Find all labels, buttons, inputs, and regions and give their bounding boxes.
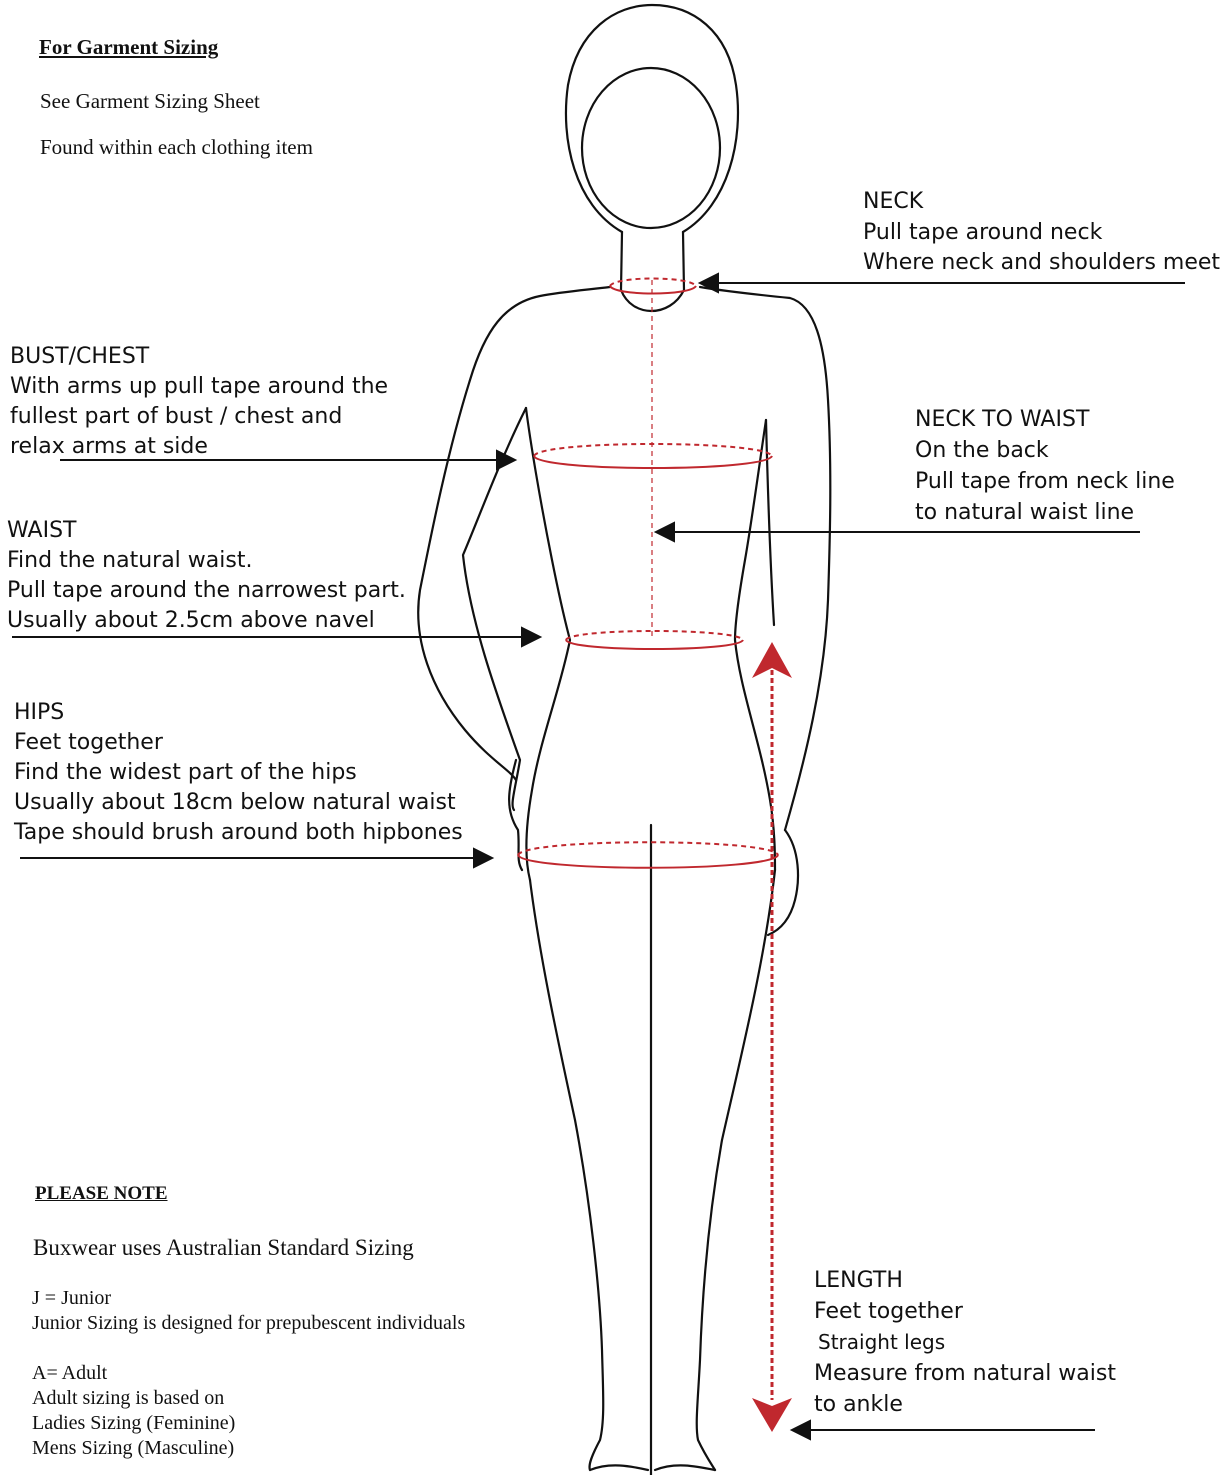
hips-tape-back <box>518 842 778 855</box>
length-line: Measure from natural waist <box>814 1358 1116 1389</box>
length-line: Feet together <box>814 1296 1116 1327</box>
bust-tape-back <box>534 444 772 456</box>
length-line: Straight legs <box>814 1327 1116 1358</box>
adult-line: Mens Sizing (Masculine) <box>32 1436 235 1461</box>
sizing-standard: Buxwear uses Australian Standard Sizing <box>33 1235 414 1261</box>
waist-line: Pull tape around the narrowest part. <box>7 576 406 606</box>
hips-arrow <box>20 849 492 867</box>
left-arm-inner <box>463 408 526 810</box>
right-arm-inner <box>766 420 774 625</box>
adult-line: Adult sizing is based on <box>32 1386 235 1411</box>
bust-label: BUST/CHEST With arms up pull tape around… <box>10 342 388 462</box>
left-leg-outer <box>530 880 603 1470</box>
waist-line: Find the natural waist. <box>7 546 406 576</box>
garment-sizing-title: For Garment Sizing <box>39 35 218 60</box>
body-outline <box>418 5 830 1475</box>
neck-to-waist-heading: NECK TO WAIST <box>915 405 1175 435</box>
waist-tape-back <box>566 631 743 640</box>
junior-code: J = Junior <box>32 1286 465 1311</box>
hips-heading: HIPS <box>14 698 463 728</box>
length-arrow-down-head <box>752 1398 792 1432</box>
length-pointer-arrow <box>792 1421 1095 1439</box>
neck-label: NECK Pull tape around neck Where neck an… <box>863 187 1220 278</box>
garment-sizing-line: See Garment Sizing Sheet <box>40 89 260 114</box>
right-arm-outer <box>700 287 830 830</box>
neck-to-waist-label: NECK TO WAIST On the back Pull tape from… <box>915 405 1175 528</box>
junior-description: Junior Sizing is designed for prepubesce… <box>32 1311 465 1336</box>
head-covering-outline <box>566 5 738 232</box>
adult-code: A= Adult <box>32 1361 235 1386</box>
hips-label: HIPS Feet together Find the widest part … <box>14 698 463 848</box>
hips-tape-front <box>518 855 778 868</box>
bust-heading: BUST/CHEST <box>10 342 388 372</box>
face-outline <box>582 68 720 228</box>
neck-to-waist-line: to natural waist line <box>915 498 1175 528</box>
hips-line: Feet together <box>14 728 463 758</box>
neck-line: Pull tape around neck <box>863 218 1220 248</box>
junior-block: J = Junior Junior Sizing is designed for… <box>32 1286 465 1336</box>
bust-line: relax arms at side <box>10 432 388 462</box>
hips-line: Find the widest part of the hips <box>14 758 463 788</box>
neck-line: Where neck and shoulders meet <box>863 248 1220 278</box>
hips-line: Usually about 18cm below natural waist <box>14 788 463 818</box>
length-heading: LENGTH <box>814 1265 1116 1296</box>
neck-heading: NECK <box>863 187 1220 217</box>
neck-to-waist-line: Pull tape from neck line <box>915 467 1175 497</box>
right-leg-outer <box>697 870 775 1470</box>
tape-loops <box>518 279 778 868</box>
bust-tape-front <box>534 456 772 468</box>
garment-sizing-line: Found within each clothing item <box>40 135 313 160</box>
waist-label: WAIST Find the natural waist. Pull tape … <box>7 516 406 636</box>
neck-to-waist-line: On the back <box>915 436 1175 466</box>
waist-line: Usually about 2.5cm above navel <box>7 606 406 636</box>
feet <box>590 1465 715 1470</box>
hips-line: Tape should brush around both hipbones <box>14 818 463 848</box>
waist-tape-front <box>566 640 743 649</box>
length-arrow <box>752 642 792 1432</box>
waist-heading: WAIST <box>7 516 406 546</box>
bust-line: fullest part of bust / chest and <box>10 402 388 432</box>
adult-line: Ladies Sizing (Feminine) <box>32 1411 235 1436</box>
length-line: to ankle <box>814 1389 1116 1420</box>
torso-left <box>526 408 570 880</box>
adult-block: A= Adult Adult sizing is based on Ladies… <box>32 1361 235 1461</box>
length-label: LENGTH Feet together Straight legs Measu… <box>814 1265 1116 1420</box>
bust-line: With arms up pull tape around the <box>10 372 388 402</box>
please-note-title: PLEASE NOTE <box>35 1183 168 1205</box>
